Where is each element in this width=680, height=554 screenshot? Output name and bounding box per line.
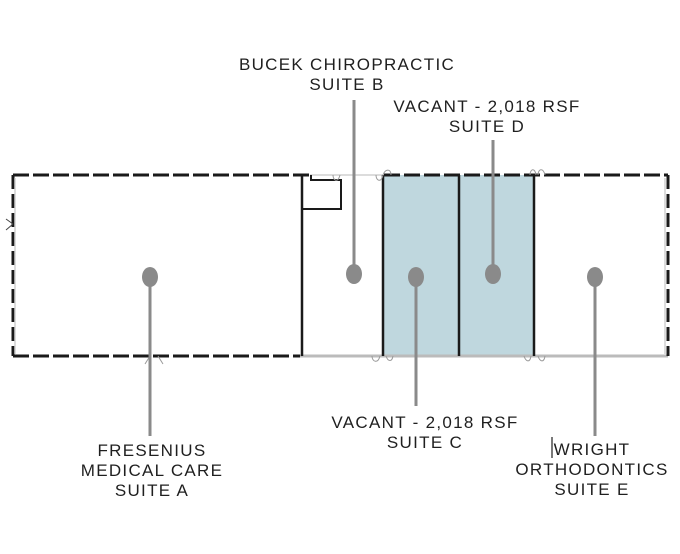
suite-e-tenant-line1: WRIGHT bbox=[553, 440, 631, 459]
marker-suite-b[interactable] bbox=[346, 264, 362, 284]
partition-walls bbox=[300, 175, 536, 356]
suite-a-name: SUITE A bbox=[114, 481, 190, 500]
suite-e-name: SUITE E bbox=[554, 480, 630, 499]
suite-b-name: SUITE B bbox=[309, 75, 385, 94]
suite-c-name: SUITE C bbox=[386, 433, 464, 452]
marker-suite-d[interactable] bbox=[485, 264, 501, 284]
marker-suite-e[interactable] bbox=[587, 267, 603, 287]
exterior-wall bbox=[11, 173, 670, 358]
office-room bbox=[302, 175, 342, 210]
label-suite-b: BUCEK CHIROPRACTIC SUITE B bbox=[239, 55, 455, 95]
label-suite-a: FRESENIUS MEDICAL CARE SUITE A bbox=[81, 441, 224, 501]
suite-markers bbox=[142, 264, 603, 287]
suite-c-area[interactable] bbox=[383, 175, 459, 356]
suite-a-tenant-line1: FRESENIUS bbox=[97, 441, 207, 460]
marker-suite-c[interactable] bbox=[408, 267, 424, 287]
wall-shading bbox=[14, 174, 666, 354]
suite-d-name: SUITE D bbox=[448, 117, 526, 136]
suite-c-tenant: VACANT - 2,018 RSF bbox=[331, 413, 519, 432]
suite-d-tenant: VACANT - 2,018 RSF bbox=[393, 97, 581, 116]
suite-b-tenant: BUCEK CHIROPRACTIC bbox=[238, 55, 456, 74]
leader-lines bbox=[148, 100, 597, 436]
label-suite-c: VACANT - 2,018 RSF SUITE C bbox=[331, 413, 518, 453]
suite-e-tenant-line2: ORTHODONTICS bbox=[515, 460, 669, 479]
suite-a-tenant-line2: MEDICAL CARE bbox=[80, 461, 224, 480]
marker-suite-a[interactable] bbox=[142, 267, 158, 287]
label-suite-e: WRIGHT ORTHODONTICS SUITE E bbox=[515, 440, 668, 500]
label-suite-d: VACANT - 2,018 RSF SUITE D bbox=[393, 97, 580, 137]
